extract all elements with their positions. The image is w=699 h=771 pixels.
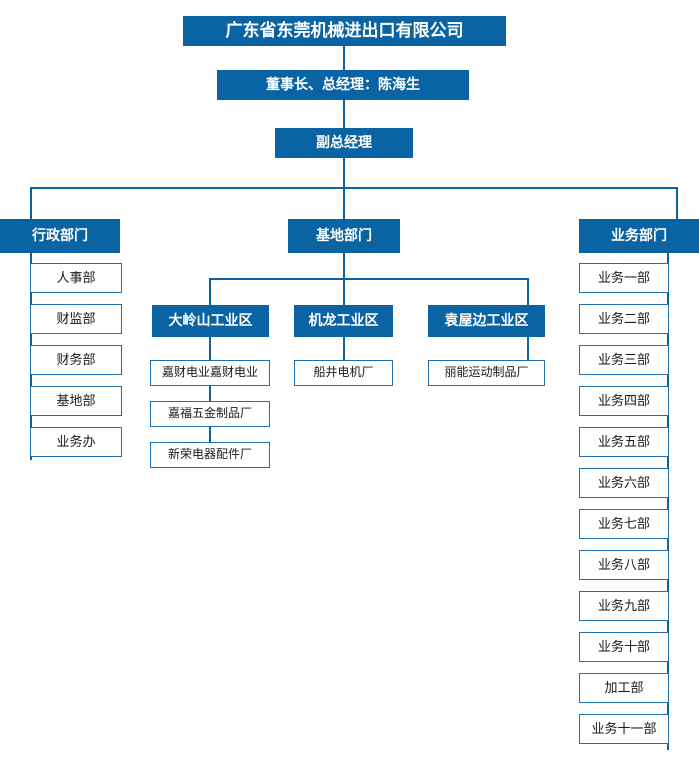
connector-zone1-to-child1 [209,337,211,360]
connector-bus-drop-base [343,187,345,219]
connector-zone3-to-child1 [527,337,529,360]
node-zone2-child-1[interactable]: 船井电机厂 [294,360,393,386]
node-business-child-12[interactable]: 业务十一部 [579,714,669,744]
connector-department-bus [30,187,678,189]
connector-zone-drop-2 [343,278,345,305]
connector-zone-bus [209,278,529,280]
node-department-admin[interactable]: 行政部门 [0,219,120,253]
connector-bus-drop-business [676,187,678,219]
node-business-child-11[interactable]: 加工部 [579,673,669,703]
node-chairman-gm[interactable]: 董事长、总经理：陈海生 [217,70,469,100]
node-business-child-3[interactable]: 业务三部 [579,345,669,375]
node-admin-child-5[interactable]: 业务办 [30,427,122,457]
connector-chairman-to-deputy [343,100,345,128]
connector-root-to-chairman [343,46,345,70]
connector-zone1-child1-to-child2 [209,386,211,401]
node-admin-child-2[interactable]: 财监部 [30,304,122,334]
node-zone-jilong[interactable]: 机龙工业区 [294,305,393,337]
node-business-child-8[interactable]: 业务八部 [579,550,669,580]
node-zone-dalingshan[interactable]: 大岭山工业区 [152,305,269,337]
node-department-base[interactable]: 基地部门 [288,219,400,253]
node-business-child-5[interactable]: 业务五部 [579,427,669,457]
connector-zone2-to-child1 [343,337,345,360]
node-business-child-6[interactable]: 业务六部 [579,468,669,498]
node-business-child-9[interactable]: 业务九部 [579,591,669,621]
node-department-business[interactable]: 业务部门 [579,219,699,253]
node-zone1-child-2[interactable]: 嘉福五金制品厂 [150,401,270,427]
node-zone3-child-1[interactable]: 丽能运动制品厂 [428,360,545,386]
connector-zone-drop-3 [527,278,529,305]
node-business-child-7[interactable]: 业务七部 [579,509,669,539]
connector-deputy-drop [343,158,345,188]
node-admin-child-4[interactable]: 基地部 [30,386,122,416]
node-admin-child-1[interactable]: 人事部 [30,263,122,293]
node-root-company[interactable]: 广东省东莞机械进出口有限公司 [183,16,506,46]
connector-base-drop [343,253,345,279]
node-zone-yuanwubian[interactable]: 袁屋边工业区 [428,305,545,337]
node-business-child-2[interactable]: 业务二部 [579,304,669,334]
node-zone1-child-1[interactable]: 嘉财电业嘉财电业 [150,360,270,386]
node-business-child-1[interactable]: 业务一部 [579,263,669,293]
connector-business-rail [667,253,669,750]
connector-zone1-child2-to-child3 [209,427,211,442]
node-business-child-4[interactable]: 业务四部 [579,386,669,416]
node-business-child-10[interactable]: 业务十部 [579,632,669,662]
node-zone1-child-3[interactable]: 新荣电器配件厂 [150,442,270,468]
connector-bus-drop-admin [30,187,32,219]
node-deputy-gm[interactable]: 副总经理 [275,128,413,158]
node-admin-child-3[interactable]: 财务部 [30,345,122,375]
connector-zone-drop-1 [209,278,211,305]
